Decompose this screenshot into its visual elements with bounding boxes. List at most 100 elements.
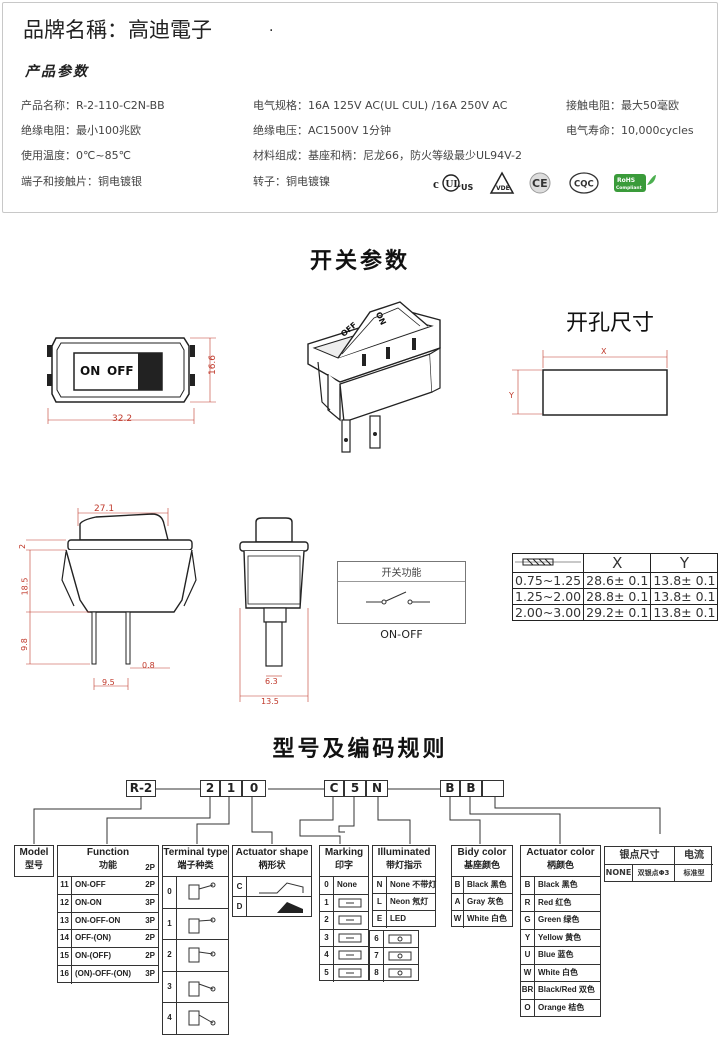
row-code: 4 [320, 947, 334, 964]
marking-symbol-icon [338, 968, 364, 978]
row-text: Gray 灰色 [467, 897, 504, 906]
silver-code: NONE [605, 865, 633, 882]
function-top-note: 2P [145, 863, 155, 872]
terminal-header-cn: 端子种类 [177, 860, 214, 870]
row-code: B [521, 877, 535, 894]
code-box-silver [482, 780, 504, 797]
switch-params-title: 开关参数 [309, 249, 410, 274]
actuator-shape-header-en: Actuator shape [235, 847, 309, 858]
marking-header-en: Marking [324, 847, 364, 858]
table-cell: 29.2± 0.1 [583, 604, 652, 621]
table-header-y: Y [650, 553, 719, 573]
svg-text:US: US [461, 183, 473, 192]
row-code: U [521, 947, 535, 964]
actuator-color-header-cn: 柄颜色 [546, 860, 574, 870]
actuator-shape-header: Actuator shape 柄形状 [233, 846, 311, 877]
code-box-function-2: 1 [220, 780, 242, 797]
row-code: 14 [58, 930, 72, 948]
marking-header: Marking 印字 [320, 846, 368, 877]
panel-thickness-icon-cell [511, 553, 585, 573]
row-code: D [233, 897, 247, 917]
marking-header-cn: 印字 [334, 860, 353, 870]
body-color-header-cn: 基座颜色 [463, 860, 500, 870]
actuator-shape-icon [257, 899, 307, 915]
dim-side-width: 13.5 [261, 697, 279, 706]
body-color-header: Bidy color 基座颜色 [452, 846, 512, 877]
table-cell: 13.8± 0.1 [650, 588, 719, 605]
brand-dot: . [269, 19, 274, 35]
code-box-prefix: R-2 [126, 780, 156, 797]
param-insulation-voltage: 绝缘电压：AC1500V 1分钟 [253, 124, 392, 137]
switch-side-view [26, 508, 197, 690]
row-text: White 白色 [538, 967, 578, 977]
actuator-color-header: Actuator color 柄颜色 [521, 846, 600, 877]
table-header-x: X [583, 553, 652, 573]
row-code: 11 [58, 877, 72, 894]
terminal-row: 1 [163, 908, 228, 941]
code-box-body-color: B [440, 780, 460, 797]
row-text: None 不带灯 [390, 880, 437, 889]
param-rating: 电气规格：16A 125V AC(UL CUL) /16A 250V AC [253, 99, 508, 112]
switch-function-title: 开关功能 [338, 564, 465, 582]
terminal-header-en: Terminal type [163, 847, 228, 858]
silver-header: 银点尺寸 [605, 847, 675, 865]
actuator-shape-icon [257, 879, 307, 895]
dim-top-gap: 2 [18, 543, 28, 550]
table-cell: 28.6± 0.1 [583, 572, 652, 589]
marking-row: 8 [370, 965, 418, 982]
model-column: Model 型号 [14, 845, 54, 877]
row-code: BR [521, 982, 535, 999]
row-pole: 2P [145, 880, 155, 889]
function-header-cn: 功能 [98, 860, 117, 870]
row-code: B [452, 877, 464, 893]
product-info-card: 品牌名稱：高迪電子 . 产品参数 产品名称：R-2-110-C2N-BB 电气规… [2, 2, 718, 213]
svg-text:Compliant: Compliant [616, 185, 643, 191]
row-text: Orange 桔色 [538, 1002, 585, 1012]
row-text: LED [390, 914, 406, 923]
marking-row: 4 [320, 947, 368, 965]
current-type: 标准型 [683, 869, 705, 877]
row-code: 3 [320, 929, 334, 946]
table-header-row: X Y [511, 553, 719, 573]
marking-row: 2 [320, 912, 368, 930]
marking-row: 3 [320, 929, 368, 947]
row-code: A [452, 894, 464, 910]
row-pole: 2P [145, 951, 155, 961]
actuator-shape-row: C [233, 877, 311, 897]
illuminated-header-en: Illuminated [377, 847, 431, 858]
row-pole: 3P [145, 897, 155, 907]
model-header-cn: 型号 [24, 860, 43, 870]
row-code: Y [521, 929, 535, 946]
front-off-label: OFF [107, 364, 134, 378]
row-code: 0 [320, 877, 334, 894]
param-electrical-life: 电气寿命：10,000cycles [566, 124, 694, 137]
table-row: 2.00~3.00 29.2± 0.1 13.8± 0.1 [511, 604, 719, 621]
dim-pin-width: 0.8 [142, 661, 155, 670]
row-code: L [373, 894, 387, 910]
marking-row: 6 [370, 931, 418, 948]
row-text: ON-OFF [75, 880, 106, 889]
row-text: Blue 蓝色 [538, 950, 574, 959]
row-code: N [373, 877, 387, 893]
function-header-en: Function [86, 847, 130, 858]
table-cell: 13.8± 0.1 [650, 604, 719, 621]
row-code: R [521, 894, 535, 911]
terminal-header: Terminal type 端子种类 [163, 846, 228, 877]
row-code: W [452, 911, 464, 928]
row-code: 12 [58, 894, 72, 912]
switch-3d-view [307, 301, 441, 453]
row-code: 8 [370, 965, 384, 982]
